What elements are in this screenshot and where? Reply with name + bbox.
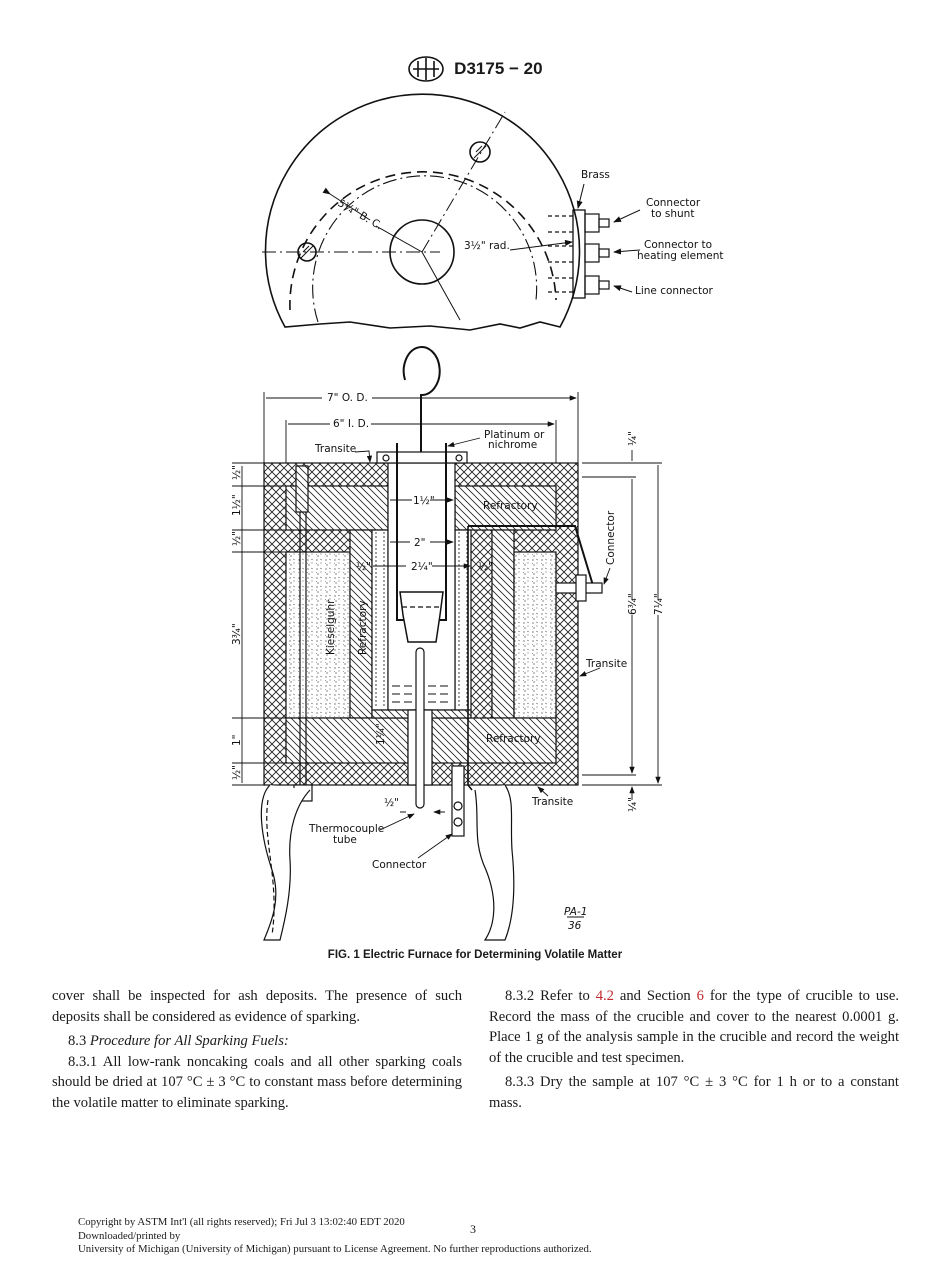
dim-left-half-2: ½" (231, 531, 243, 546)
section-number: 8.3 (68, 1033, 90, 1049)
figure-electric-furnace: 5¼" B. C. 3½" rad. Brass Connector to sh… (231, 93, 724, 941)
dim-right-quarter-bottom: ¼" (627, 797, 639, 812)
text: 8.3.2 Refer to (505, 988, 596, 1004)
dim-2-25: 2¼" (411, 561, 433, 573)
dim-left-3-75: 3¾" (231, 623, 243, 645)
label-refractory-left: Refractory (357, 600, 369, 655)
dim-right-6-75: 6¾" (627, 593, 639, 615)
label-connector-bottom: Connector (372, 859, 427, 871)
label-transite-bottom: Transite (531, 796, 573, 808)
dim-1-5: 1½" (413, 495, 435, 507)
label-platinum-1: Platinum or (484, 429, 545, 441)
label-bolt-circle: 5¼" B. C. (336, 197, 385, 232)
dim-half-right: ½" (478, 561, 493, 573)
dim-1-25: 1¼" (375, 723, 387, 745)
link-section-4-2[interactable]: 4.2 (595, 988, 614, 1004)
label-connector-right: Connector (605, 510, 617, 565)
label-refractory-top: Refractory (483, 500, 538, 512)
label-transite-top: Transite (314, 443, 356, 455)
label-refractory-bottom: Refractory (486, 733, 541, 745)
label-connector-shunt-2: to shunt (651, 208, 694, 220)
dim-left-half-3: ½" (231, 765, 243, 780)
label-thermocouple-2: tube (333, 834, 357, 846)
drawing-ref-2: 36 (568, 920, 582, 932)
label-radius: 3½" rad. (464, 240, 510, 252)
section-title: Procedure for All Sparking Fuels: (89, 1033, 289, 1049)
drawing-ref-1: PA-1 (564, 906, 587, 918)
text: for the type of crucible to use. Record … (489, 988, 899, 1066)
dim-left-1-5: 1½" (231, 494, 243, 516)
text: and Section (613, 988, 697, 1004)
figure-caption: FIG. 1 Electric Furnace for Determining … (327, 949, 623, 961)
dim-half-tube: ½" (384, 797, 399, 809)
page-number: 3 (470, 1222, 476, 1236)
label-transite-right: Transite (585, 658, 627, 670)
label-connector-heating-2: heating element (637, 250, 724, 262)
dim-left-half-1: ½" (231, 465, 243, 480)
paragraph-8-3-2: 8.3.2 Refer to 4.2 and Section 6 for the… (489, 986, 899, 1068)
footer-license: University of Michigan (University of Mi… (78, 1243, 592, 1255)
link-section-6[interactable]: 6 (696, 988, 704, 1004)
body-column-left: cover shall be inspected for ash deposit… (52, 986, 462, 1117)
label-outer-diameter: 7" O. D. (327, 392, 368, 404)
label-connector-heating-1: Connector to (644, 239, 712, 251)
dim-right-quarter-top: ¼" (627, 431, 639, 446)
dim-right-7-25: 7¼" (653, 593, 665, 615)
label-brass: Brass (581, 169, 610, 181)
label-platinum-2: nichrome (488, 439, 537, 451)
footer-downloaded: Downloaded/printed by (78, 1229, 181, 1242)
body-column-right: 8.3.2 Refer to 4.2 and Section 6 for the… (489, 986, 899, 1117)
designation: D3175 − 20 (454, 59, 543, 78)
top-view (262, 93, 641, 331)
label-connector-shunt-1: Connector (646, 197, 701, 209)
paragraph-8-3-3: 8.3.3 Dry the sample at 107 °C ± 3 °C fo… (489, 1074, 899, 1111)
page-header: D3175 − 20 (0, 56, 950, 82)
label-kieselguhr: Kieselguhr (325, 599, 337, 655)
paragraph-8-3-1: 8.3.1 All low-rank noncaking coals and a… (52, 1053, 462, 1111)
astm-logo (408, 56, 445, 82)
footer: Copyright by ASTM Int'l (all rights rese… (78, 1216, 592, 1257)
label-inner-diameter: 6" I. D. (333, 418, 369, 430)
dim-2: 2" (414, 537, 426, 549)
dim-half-left: ½" (356, 561, 371, 573)
paragraph: cover shall be inspected for ash deposit… (52, 988, 462, 1025)
section-heading-8-3: 8.3 Procedure for All Sparking Fuels: (52, 1031, 462, 1052)
footer-copyright: Copyright by ASTM Int'l (all rights rese… (78, 1216, 405, 1228)
side-view (232, 346, 662, 941)
label-line-connector: Line connector (635, 285, 714, 297)
label-thermocouple-1: Thermocouple (308, 823, 384, 835)
dim-left-1: 1" (231, 734, 243, 746)
